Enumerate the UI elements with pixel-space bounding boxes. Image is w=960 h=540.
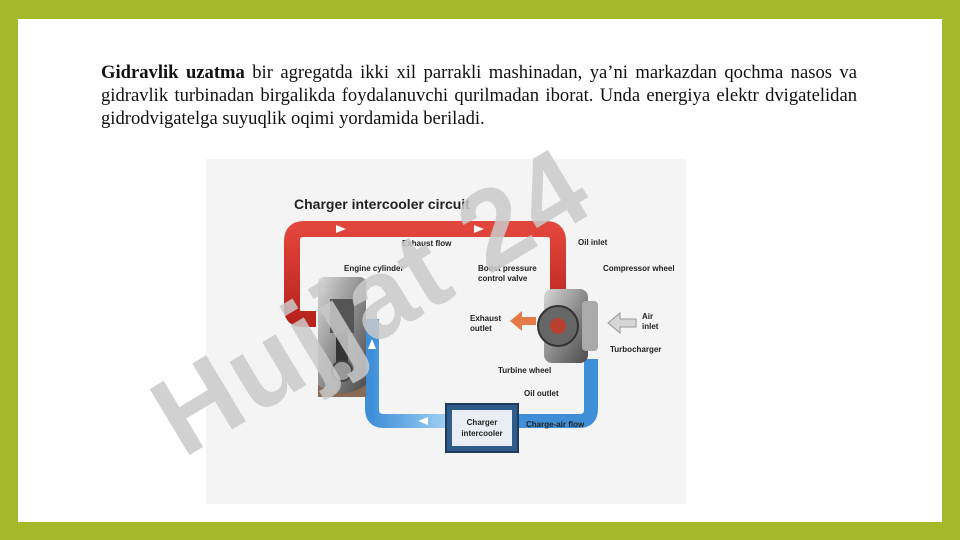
- label-boost-valve-2: control valve: [478, 274, 528, 283]
- diagram-title: Charger intercooler circuit: [294, 196, 470, 212]
- exhaust-outlet-arrow-icon: [510, 311, 536, 331]
- intercooler-label-1: Charger: [467, 418, 498, 427]
- charge-air-arrow-icon: [418, 417, 428, 425]
- paragraph-text: bir agregatda ikki xil parrakli mashinad…: [101, 62, 857, 129]
- label-exhaust-outlet-2: outlet: [470, 324, 492, 333]
- body-paragraph: Gidravlik uzatma bir agregatda ikki xil …: [101, 61, 857, 130]
- label-boost-valve-1: Boost pressure: [478, 264, 537, 273]
- charge-air-arrow-icon: [368, 339, 376, 349]
- charge-air-pipe: [516, 359, 598, 428]
- exhaust-flow-pipe: [284, 221, 566, 327]
- label-oil-outlet: Oil outlet: [524, 389, 559, 398]
- slide: Gidravlik uzatma bir agregatda ikki xil …: [18, 19, 942, 522]
- exhaust-arrow-icon: [474, 225, 484, 233]
- intercooler-label-2: intercooler: [461, 429, 502, 438]
- label-charge-air-flow: Charge-air flow: [526, 420, 585, 429]
- label-turbocharger: Turbocharger: [610, 345, 661, 354]
- label-air-inlet-1: Air: [642, 312, 653, 321]
- label-engine-cylinder: Engine cylinder: [344, 264, 404, 273]
- engine-cylinder: [318, 277, 366, 397]
- exhaust-arrow-icon: [336, 225, 346, 233]
- label-turbine-wheel: Turbine wheel: [498, 366, 551, 375]
- charge-air-return-pipe: [365, 319, 446, 428]
- charger-intercooler: [445, 403, 519, 453]
- label-exhaust-outlet-1: Exhaust: [470, 314, 501, 323]
- air-inlet-arrow-icon: [607, 311, 637, 335]
- label-exhaust-flow: Exhaust flow: [402, 239, 452, 248]
- turbocharger: [537, 289, 598, 363]
- label-air-inlet-2: inlet: [642, 322, 659, 331]
- label-oil-inlet: Oil inlet: [578, 238, 608, 247]
- bold-term: Gidravlik uzatma: [101, 62, 245, 83]
- charger-intercooler-diagram: Charger intercooler circuit: [206, 159, 686, 504]
- label-compressor-wheel: Compressor wheel: [603, 264, 675, 273]
